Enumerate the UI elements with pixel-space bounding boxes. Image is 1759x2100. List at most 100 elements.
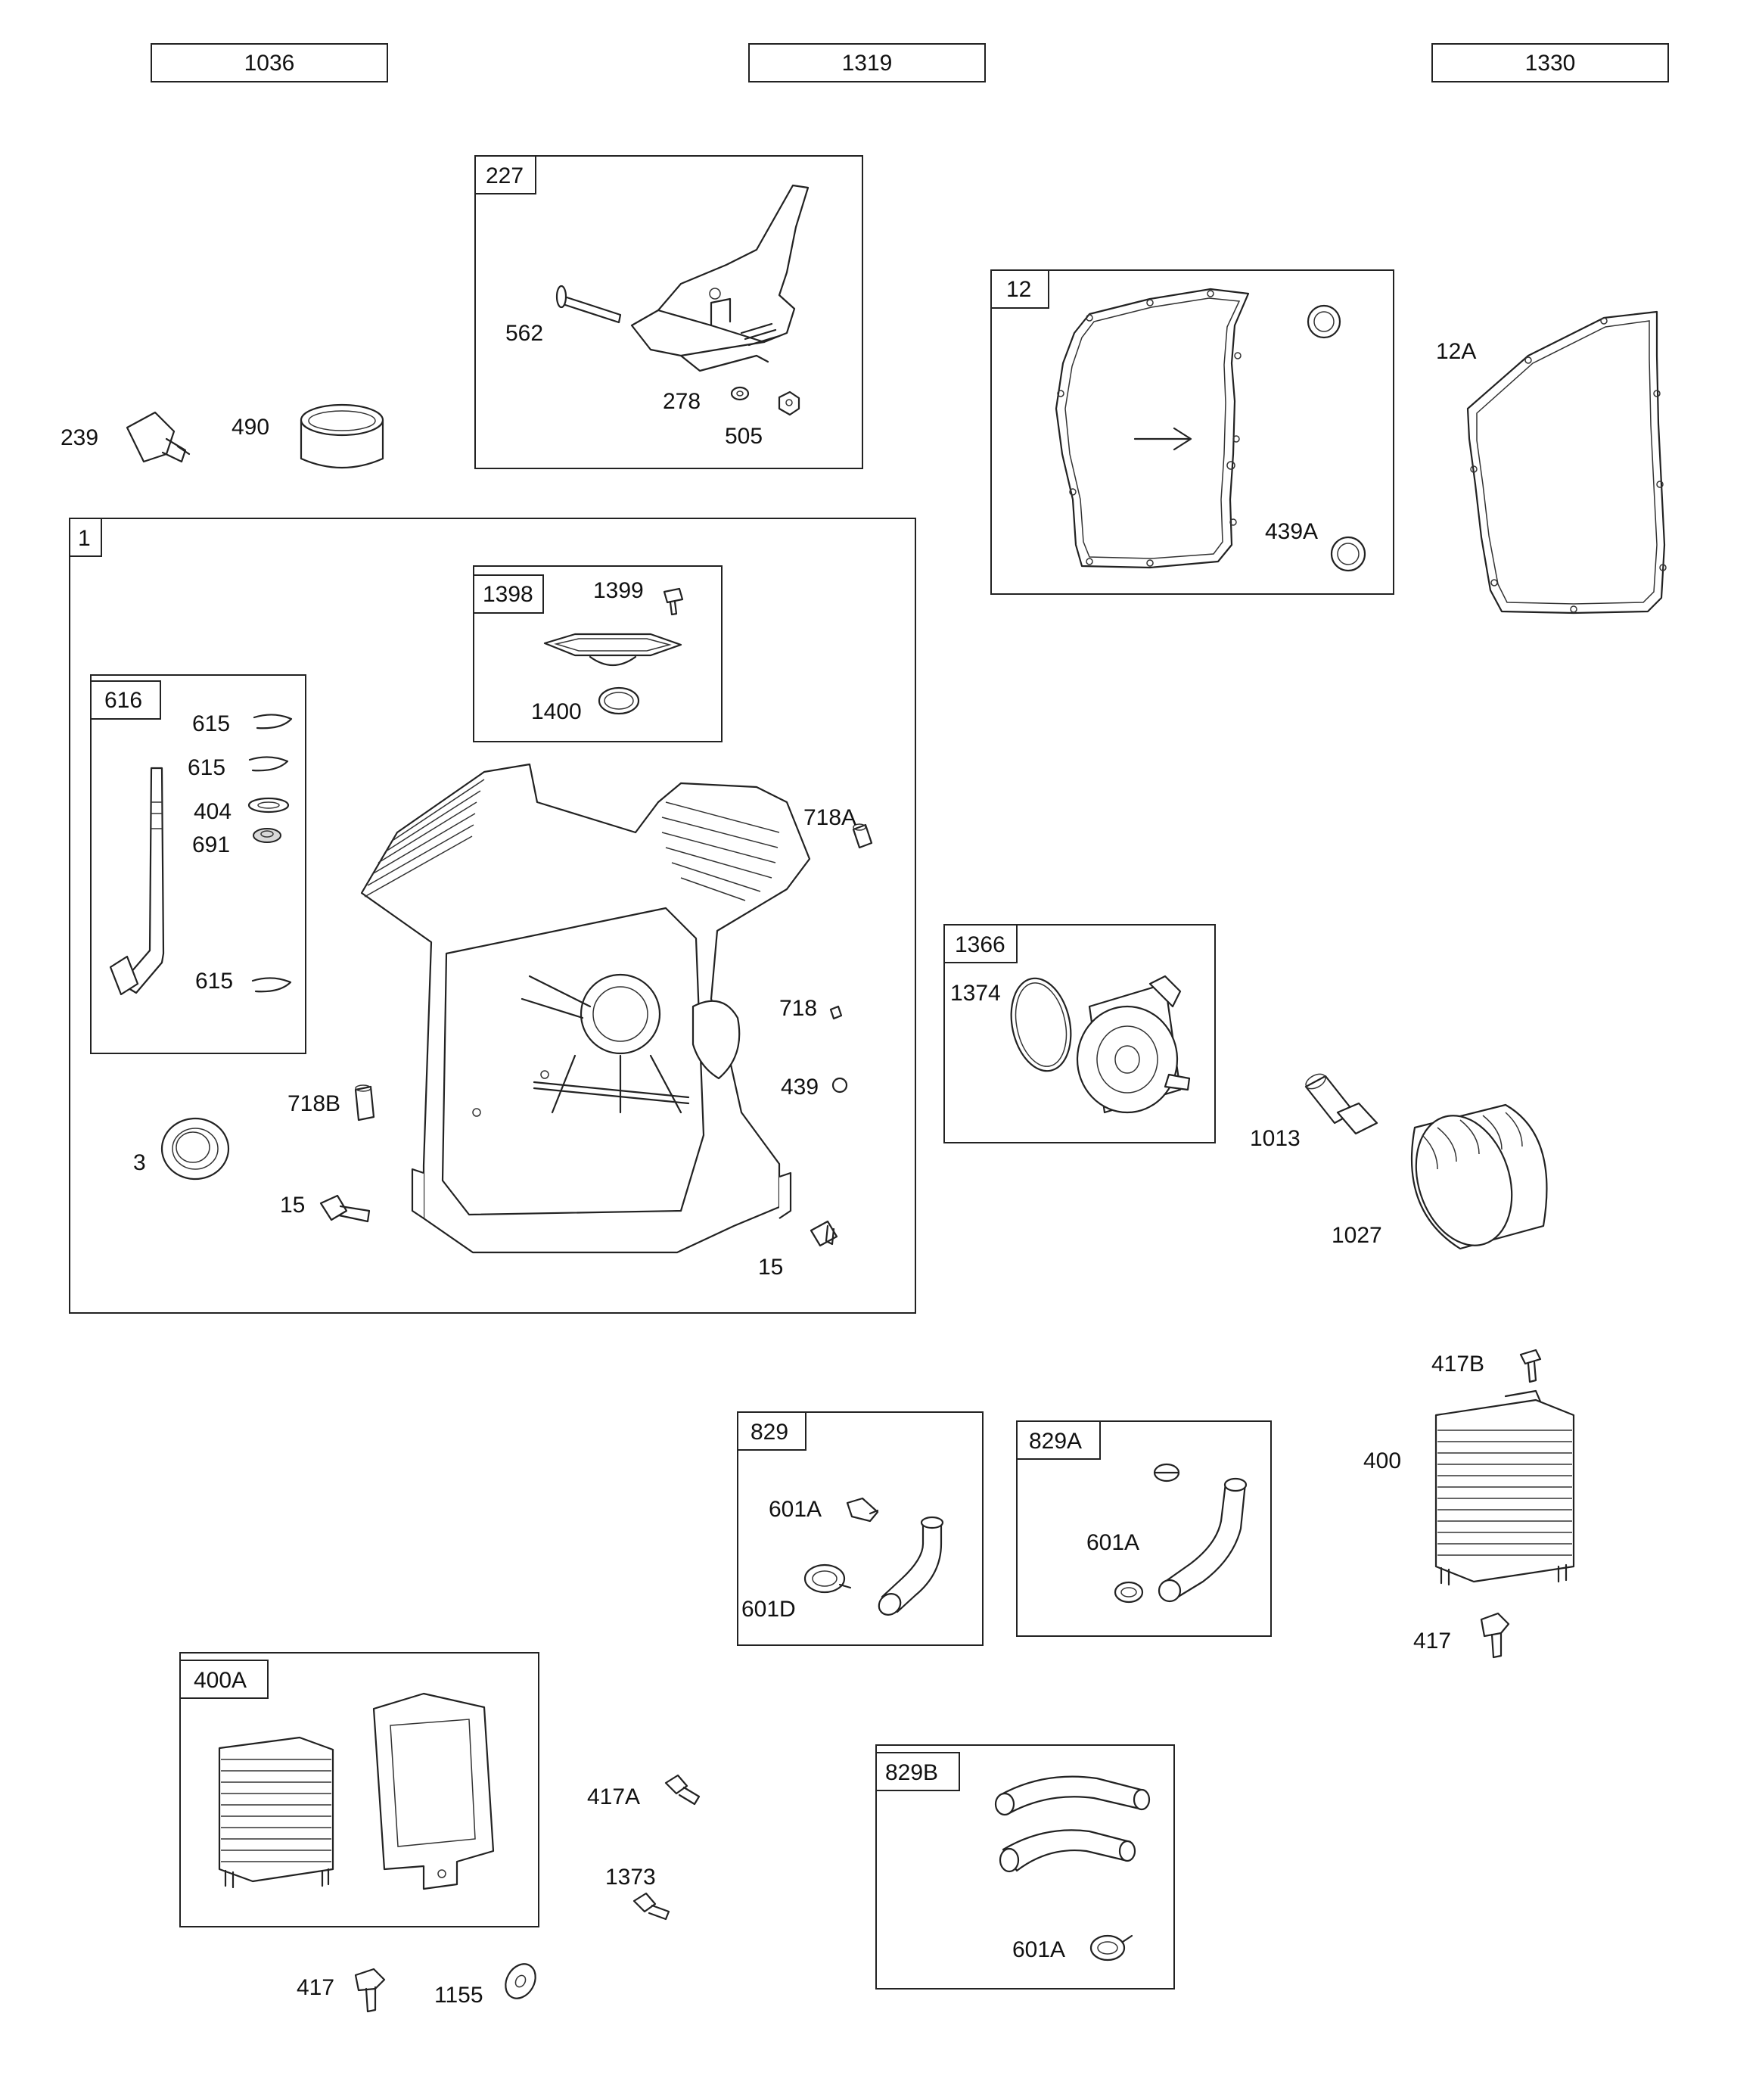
- kit-829: 829 601A 601D: [737, 1411, 984, 1646]
- cooler-bracket: [372, 1692, 495, 1890]
- retainer-clip-615c: [251, 977, 292, 993]
- part-718B-label: 718B: [287, 1091, 340, 1116]
- plug-15-left: [319, 1194, 371, 1223]
- header-1330: 1330: [1431, 43, 1669, 82]
- hose-829: [878, 1516, 944, 1616]
- kit-1366: 1366 1374: [943, 924, 1216, 1143]
- part-490-label: 490: [232, 415, 269, 440]
- part-439-label: 439: [781, 1075, 819, 1100]
- hose-829B-lower: [999, 1829, 1136, 1873]
- dowel-718A: [852, 823, 873, 849]
- part-1373-label: 1373: [605, 1865, 656, 1890]
- screw-1399: [663, 587, 684, 616]
- part-417B-label: 417B: [1431, 1352, 1484, 1377]
- part-278-label: 278: [663, 389, 701, 414]
- clamp-601A-829A: [1114, 1581, 1144, 1604]
- part-417A-label: 417A: [587, 1784, 640, 1809]
- screw-417B: [1519, 1349, 1542, 1383]
- hose-829A: [1158, 1477, 1248, 1603]
- kit-829B: 829B 601A: [875, 1744, 1175, 1990]
- part-505-label: 505: [725, 424, 763, 449]
- bolt-562: [555, 285, 622, 324]
- kit-1366-label: 1366: [955, 932, 1005, 957]
- filter-adapter-drawing: [1076, 975, 1191, 1114]
- washer-1155: [505, 1963, 536, 1999]
- part-3-label: 3: [133, 1150, 146, 1175]
- clamp-601D: [803, 1563, 852, 1594]
- kit-829B-label: 829B: [885, 1760, 938, 1785]
- clamp-601A-829B: [1089, 1934, 1133, 1962]
- dowel-718: [829, 1005, 843, 1020]
- engine-block-drawing: [360, 763, 811, 1254]
- washer-404: [247, 797, 290, 814]
- part-1374-label: 1374: [950, 981, 1001, 1006]
- gasket-12A: [1466, 310, 1667, 614]
- part-1400-label: 1400: [531, 699, 582, 724]
- part-615-label-1: 615: [192, 711, 230, 736]
- plug-15-right: [810, 1220, 838, 1247]
- oil-cooler-400A: [218, 1736, 334, 1889]
- retainer-clip-615b: [248, 756, 289, 772]
- part-691-label: 691: [192, 832, 230, 857]
- header-1036-label: 1036: [244, 51, 295, 76]
- part-562-label: 562: [505, 321, 543, 346]
- nipple-1013: [1304, 1073, 1378, 1135]
- bushing-490: [300, 403, 384, 469]
- part-718A-label: 718A: [803, 805, 856, 830]
- part-15-label-1: 15: [280, 1193, 305, 1218]
- kit-616-label: 616: [104, 688, 142, 713]
- kit-12: 12 439A: [990, 269, 1394, 595]
- dipstick-tube: [109, 767, 165, 996]
- oil-pressure-switch-239: [126, 411, 191, 463]
- part-1155-label: 1155: [434, 1983, 483, 2008]
- gasket-1400: [598, 686, 640, 715]
- part-1399-label: 1399: [593, 578, 644, 603]
- part-718-label: 718: [779, 996, 817, 1021]
- part-417-label-1: 417: [1413, 1629, 1451, 1654]
- seal-ring-upper: [1307, 304, 1341, 339]
- kit-1398: 1398 1399 1400: [473, 565, 723, 742]
- crankcase-gasket: [1055, 288, 1250, 569]
- oil-seal-3: [160, 1117, 230, 1181]
- sleeve-718B: [354, 1084, 375, 1122]
- seal-691: [253, 828, 281, 843]
- o-ring-1374: [1010, 977, 1072, 1072]
- kit-1: 1 1398 1399 1400: [69, 518, 916, 1314]
- part-417-label-2: 417: [297, 1975, 334, 2000]
- screw-1373: [632, 1892, 670, 1921]
- retainer-clip-615a: [253, 714, 293, 730]
- part-1027-label: 1027: [1332, 1223, 1382, 1248]
- hose-829B-upper: [994, 1775, 1151, 1816]
- kit-400A: 400A: [179, 1652, 539, 1927]
- kit-227: 227 562 278 505: [474, 155, 863, 469]
- part-239-label: 239: [61, 425, 98, 450]
- nut-505: [778, 390, 800, 416]
- part-400-label: 400: [1363, 1448, 1401, 1473]
- bolt-417: [1480, 1612, 1510, 1659]
- kit-1-label: 1: [78, 526, 91, 551]
- control-bracket-drawing: [630, 184, 810, 372]
- clamp-601A: [846, 1497, 879, 1523]
- part-601A-label-829A: 601A: [1086, 1530, 1139, 1555]
- part-1013-label: 1013: [1250, 1126, 1301, 1151]
- oil-cooler-400: [1434, 1389, 1575, 1586]
- part-601A-label-829: 601A: [769, 1497, 822, 1522]
- part-404-label: 404: [194, 799, 232, 824]
- part-615-label-3: 615: [195, 969, 233, 994]
- kit-829A: 829A 601A: [1016, 1420, 1272, 1637]
- part-601D-label: 601D: [741, 1597, 796, 1622]
- o-ring-439: [831, 1077, 848, 1094]
- part-15-label-2: 15: [758, 1255, 783, 1280]
- seal-ring-439A: [1330, 536, 1366, 572]
- clamp-829A-upper: [1153, 1463, 1180, 1482]
- kit-829-label: 829: [751, 1420, 788, 1445]
- kit-400A-label: 400A: [194, 1668, 247, 1693]
- kit-1398-label: 1398: [483, 582, 533, 607]
- washer-278: [730, 386, 750, 401]
- part-439A-label: 439A: [1265, 519, 1318, 544]
- header-1036: 1036: [151, 43, 388, 82]
- kit-12-label: 12: [1006, 277, 1031, 302]
- part-12A-label: 12A: [1436, 339, 1476, 364]
- kit-227-label: 227: [486, 163, 524, 188]
- part-615-label-2: 615: [188, 755, 225, 780]
